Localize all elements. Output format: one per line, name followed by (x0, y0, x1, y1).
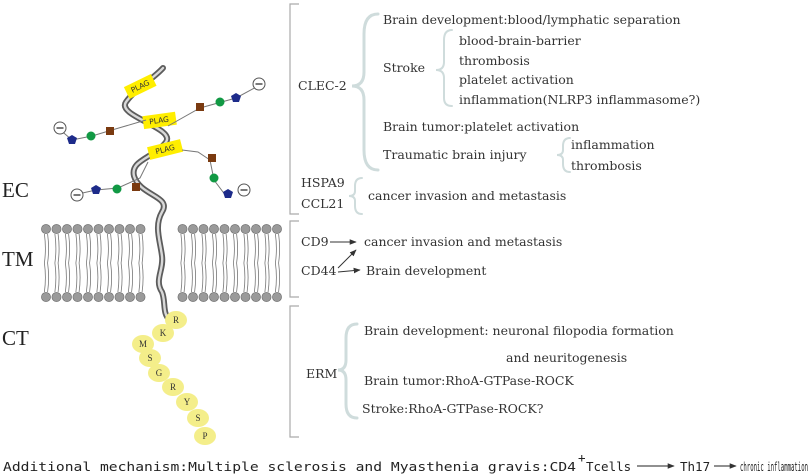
erm-brain-development: Brain development: neuronal filopodia fo… (364, 323, 674, 338)
region-label-tm: TM (2, 247, 34, 271)
section-bracket-ct (289, 305, 299, 438)
sugar-brown-icon (106, 127, 114, 135)
erm-stroke: Stroke:RhoA-GTPase-ROCK? (362, 401, 544, 416)
hspa9-brace (348, 177, 363, 215)
footer-th17: Th17 (680, 459, 710, 474)
glycan-chain-upper-right (167, 85, 259, 127)
erm-brace (337, 322, 359, 420)
tm-effect-cancer: cancer invasion and metastasis (364, 234, 562, 249)
sugar-green-icon (112, 184, 122, 194)
amino-acid-label: S (195, 413, 200, 423)
tbi-item: inflammation (571, 137, 655, 152)
sugar-blue-icon (91, 185, 101, 194)
sugar-brown-icon (208, 154, 216, 162)
amino-acid-label: R (170, 382, 176, 392)
hspa9-label: HSPA9 (301, 175, 345, 190)
podoplanin-chain-icon (121, 65, 173, 323)
stroke-item: blood-brain-barrier (459, 33, 581, 48)
tbi-label: Traumatic brain injury (383, 147, 528, 162)
erm-neuritogenesis: and neuritogenesis (506, 350, 627, 365)
plag-box-1: PLAG (123, 74, 157, 99)
section-bracket-tm (289, 220, 299, 298)
amino-acid-residue (194, 427, 216, 445)
clec2-label: CLEC-2 (298, 78, 347, 93)
stroke-item: thrombosis (459, 53, 530, 68)
amino-acid-residue (176, 393, 198, 411)
plag-box-3: PLAG (147, 139, 184, 160)
stroke-label: Stroke (383, 60, 425, 75)
sugar-green-icon (209, 173, 219, 183)
clec2-brain-tumor: Brain tumor:platelet activation (383, 119, 579, 134)
tbi-brace (556, 137, 571, 173)
amino-acid-label: Y (184, 397, 191, 407)
region-label-ct: CT (2, 326, 29, 350)
negative-charge-icon (70, 188, 84, 202)
amino-acid-label: S (147, 353, 152, 363)
amino-acid-residue (148, 364, 170, 382)
tbi-item: thrombosis (571, 158, 642, 173)
cd9-label: CD9 (301, 234, 329, 249)
footer-mechanism: Additional mechanism:Multiple sclerosis … (3, 450, 808, 474)
amino-acid-residue (165, 311, 187, 329)
stroke-item: inflammation(NLRP3 inflammasome?) (459, 92, 700, 107)
sugar-brown-icon (196, 103, 204, 111)
amino-acid-residue (187, 409, 209, 427)
amino-acid-label: R (173, 315, 179, 325)
tm-effect-brain: Brain development (366, 263, 486, 278)
ccl21-label: CCL21 (301, 196, 344, 211)
clec2-brace (351, 12, 380, 172)
svg-text:PLAG: PLAG (149, 115, 170, 127)
amino-acid-label: K (160, 328, 167, 338)
sugar-blue-icon (223, 189, 233, 198)
footer-outcome: chronic inflammation (740, 459, 808, 474)
lipid-bilayer-icon (41, 224, 282, 302)
erm-brain-tumor: Brain tumor:RhoA-GTPase-ROCK (364, 373, 574, 388)
negative-charge-icon (53, 121, 67, 135)
glycan-chain-mid-right (181, 149, 227, 197)
negative-charge-icon (237, 183, 251, 197)
amino-acid-residue (132, 335, 154, 353)
amino-acid-residue (152, 324, 174, 342)
amino-acid-label: M (139, 339, 147, 349)
plag-box-2: PLAG (142, 111, 177, 130)
negative-charge-icon (252, 77, 266, 91)
cd44-arrow-up (337, 249, 357, 269)
clec2-brain-development: Brain development:blood/lymphatic separa… (383, 12, 681, 27)
section-bracket-ec (289, 3, 299, 215)
sugar-brown-icon (132, 183, 140, 191)
sugar-blue-icon (67, 135, 77, 144)
sugar-blue-icon (231, 93, 241, 102)
amino-acid-label: G (156, 368, 163, 378)
erm-label: ERM (306, 366, 338, 381)
footer-prefix: Additional mechanism:Multiple sclerosis … (3, 459, 576, 474)
sugar-green-icon (86, 131, 96, 141)
amino-acid-label: P (202, 431, 207, 441)
sugar-green-icon (215, 97, 225, 107)
footer-superscript: + (578, 450, 586, 465)
footer-cells: Tcells (586, 459, 631, 474)
stroke-item: platelet activation (459, 72, 574, 87)
amino-acid-residue (139, 349, 161, 367)
amino-acid-residue (162, 378, 184, 396)
hspa9-effect: cancer invasion and metastasis (368, 188, 566, 203)
cd44-label: CD44 (301, 263, 337, 278)
stroke-brace (435, 29, 453, 107)
region-label-ec: EC (2, 178, 29, 202)
cd44-arrow (337, 267, 361, 274)
